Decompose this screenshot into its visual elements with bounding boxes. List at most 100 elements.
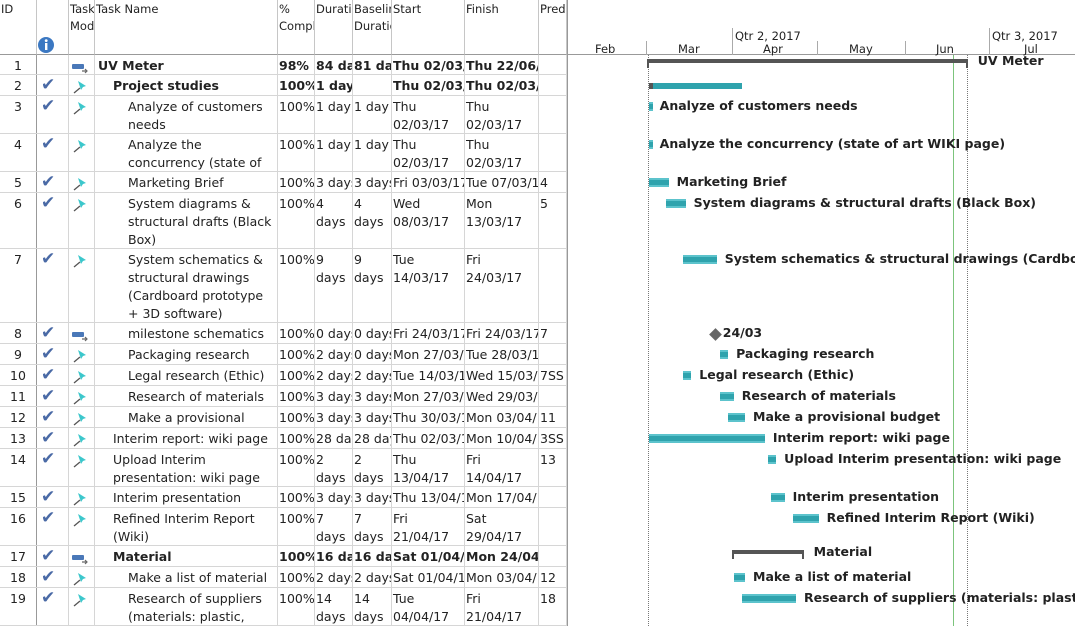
- cell-finish[interactable]: Fri 24/03/17: [465, 249, 539, 322]
- cell-dur[interactable]: 3 days: [315, 386, 353, 406]
- cell-base[interactable]: 0 days: [353, 344, 392, 364]
- cell-id[interactable]: 2: [0, 75, 37, 95]
- task-mode-cell[interactable]: [69, 567, 95, 587]
- cell-finish[interactable]: Fri 24/03/17: [465, 323, 539, 343]
- task-bar[interactable]: [719, 392, 734, 401]
- cell-pred[interactable]: [539, 249, 567, 322]
- cell-pred[interactable]: 4: [539, 172, 567, 192]
- cell-pred[interactable]: 7SS: [539, 365, 567, 385]
- task-row[interactable]: 4✔Analyze the concurrency (state of art …: [0, 134, 567, 172]
- cell-pred[interactable]: [539, 546, 567, 566]
- task-mode-cell[interactable]: [69, 249, 95, 322]
- cell-start[interactable]: Thu 02/03/17: [392, 75, 465, 95]
- task-bar[interactable]: [648, 102, 653, 111]
- task-mode-cell[interactable]: [69, 407, 95, 427]
- cell-pred[interactable]: 18: [539, 588, 567, 625]
- task-mode-cell[interactable]: [69, 428, 95, 448]
- cell-finish[interactable]: Mon 10/04/17: [465, 428, 539, 448]
- cell-start[interactable]: Thu 30/03/17: [392, 407, 465, 427]
- cell-start[interactable]: Tue 14/03/17: [392, 365, 465, 385]
- cell-pct[interactable]: 100%: [278, 449, 315, 486]
- cell-dur[interactable]: 1 day: [315, 96, 353, 133]
- cell-pred[interactable]: 13: [539, 449, 567, 486]
- col-header-percent-complete[interactable]: % Complete: [278, 0, 315, 55]
- cell-pct[interactable]: 100%: [278, 386, 315, 406]
- cell-base[interactable]: [353, 75, 392, 95]
- cell-name[interactable]: Legal research (Ethic): [95, 365, 278, 385]
- task-mode-cell[interactable]: [69, 546, 95, 566]
- task-mode-cell[interactable]: [69, 344, 95, 364]
- cell-base[interactable]: 2 days: [353, 365, 392, 385]
- cell-pct[interactable]: 100%: [278, 75, 315, 95]
- indicator-cell[interactable]: ✔: [37, 344, 69, 364]
- cell-name[interactable]: milestone schematics: [95, 323, 278, 343]
- task-bar[interactable]: [767, 455, 777, 464]
- col-header-task-mode[interactable]: Task Mode: [69, 0, 95, 55]
- col-header-finish[interactable]: Finish: [465, 0, 539, 55]
- cell-name[interactable]: Make a list of material: [95, 567, 278, 587]
- cell-finish[interactable]: Mon 17/04/17: [465, 487, 539, 507]
- cell-id[interactable]: 17: [0, 546, 37, 566]
- cell-id[interactable]: 10: [0, 365, 37, 385]
- task-bar[interactable]: [793, 514, 819, 523]
- indicator-cell[interactable]: ✔: [37, 172, 69, 192]
- cell-dur[interactable]: 3 days: [315, 487, 353, 507]
- task-mode-cell[interactable]: [69, 323, 95, 343]
- cell-pred[interactable]: [539, 487, 567, 507]
- indicator-cell[interactable]: ✔: [37, 407, 69, 427]
- cell-base[interactable]: 2 days: [353, 449, 392, 486]
- indicator-cell[interactable]: ✔: [37, 134, 69, 171]
- indicator-cell[interactable]: ✔: [37, 249, 69, 322]
- cell-id[interactable]: 15: [0, 487, 37, 507]
- indicator-cell[interactable]: ✔: [37, 193, 69, 248]
- task-mode-cell[interactable]: [69, 75, 95, 95]
- task-row[interactable]: 7✔System schematics & structural drawing…: [0, 249, 567, 323]
- cell-finish[interactable]: Mon 03/04/17: [465, 567, 539, 587]
- cell-base[interactable]: 1 day: [353, 96, 392, 133]
- cell-base[interactable]: 28 days: [353, 428, 392, 448]
- task-bar[interactable]: [728, 413, 746, 422]
- cell-pred[interactable]: [539, 75, 567, 95]
- cell-name[interactable]: Material: [95, 546, 278, 566]
- cell-finish[interactable]: Tue 07/03/17: [465, 172, 539, 192]
- cell-pct[interactable]: 100%: [278, 323, 315, 343]
- cell-pct[interactable]: 100%: [278, 249, 315, 322]
- cell-start[interactable]: Wed 08/03/17: [392, 193, 465, 248]
- cell-start[interactable]: Thu 02/03/17: [392, 96, 465, 133]
- task-mode-cell[interactable]: [69, 508, 95, 545]
- cell-id[interactable]: 4: [0, 134, 37, 171]
- cell-dur[interactable]: 7 days: [315, 508, 353, 545]
- cell-name[interactable]: System diagrams & structural drafts (Bla…: [95, 193, 278, 248]
- cell-start[interactable]: Thu 13/04/17: [392, 449, 465, 486]
- cell-base[interactable]: 2 days: [353, 567, 392, 587]
- cell-dur[interactable]: 16 days: [315, 546, 353, 566]
- task-bar[interactable]: [682, 371, 692, 380]
- cell-base[interactable]: 3 days: [353, 386, 392, 406]
- task-mode-cell[interactable]: [69, 386, 95, 406]
- cell-start[interactable]: Mon 27/03/17: [392, 386, 465, 406]
- cell-id[interactable]: 14: [0, 449, 37, 486]
- cell-base[interactable]: 3 days: [353, 487, 392, 507]
- cell-pct[interactable]: 98%: [278, 55, 315, 74]
- cell-base[interactable]: 1 day: [353, 134, 392, 171]
- indicator-cell[interactable]: ✔: [37, 428, 69, 448]
- task-mode-cell[interactable]: [69, 365, 95, 385]
- cell-base[interactable]: 0 days: [353, 323, 392, 343]
- cell-dur[interactable]: 84 days: [315, 55, 353, 74]
- cell-dur[interactable]: 2 days: [315, 365, 353, 385]
- cell-id[interactable]: 7: [0, 249, 37, 322]
- task-bar[interactable]: [648, 140, 653, 149]
- cell-dur[interactable]: 28 days: [315, 428, 353, 448]
- cell-name[interactable]: Analyze of customers needs: [95, 96, 278, 133]
- cell-finish[interactable]: Fri 21/04/17: [465, 588, 539, 625]
- cell-name[interactable]: UV Meter: [95, 55, 278, 74]
- cell-start[interactable]: Thu 02/03/17: [392, 134, 465, 171]
- col-header-indicators[interactable]: [37, 0, 69, 55]
- cell-pct[interactable]: 100%: [278, 96, 315, 133]
- cell-dur[interactable]: 2 days: [315, 567, 353, 587]
